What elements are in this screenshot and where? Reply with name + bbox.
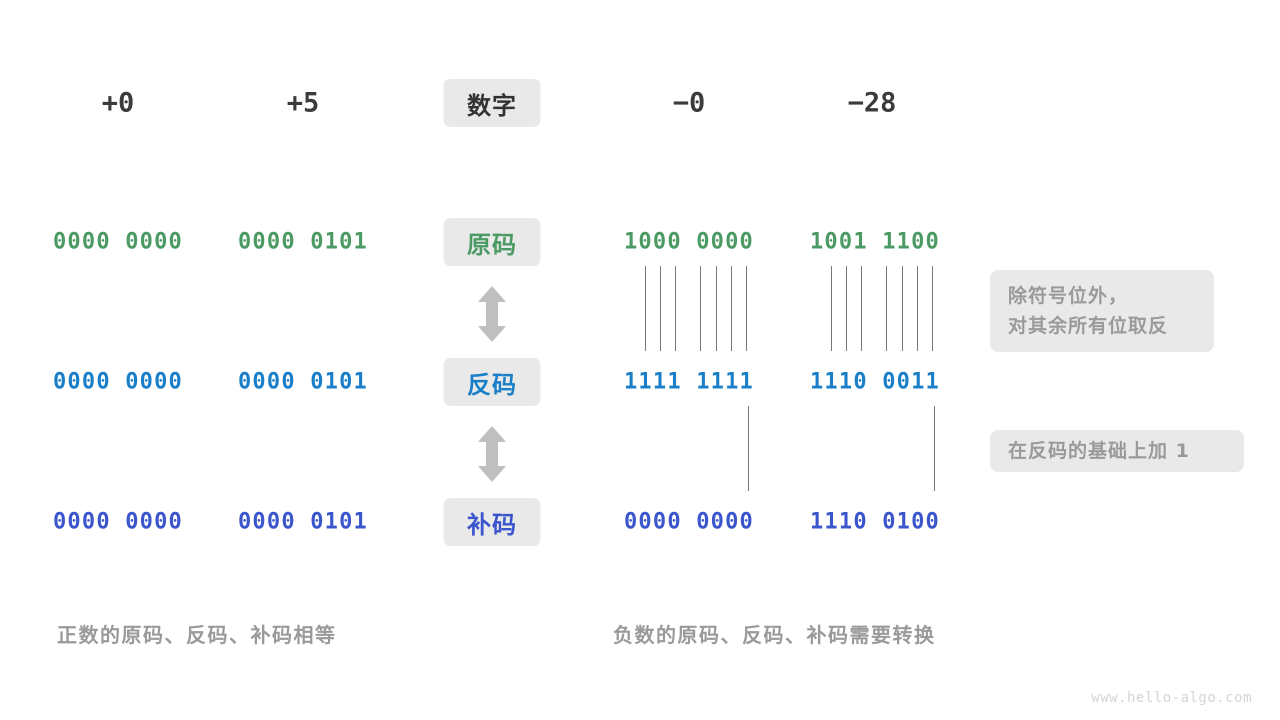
note-invert-bits-line-2: 对其余所有位取反 <box>1008 315 1169 337</box>
ones-complement-minus-zero: 1111 1111 <box>623 369 755 395</box>
row-label-ones-complement-text: 反码 <box>467 370 517 399</box>
bit-connector-line <box>932 266 933 351</box>
caption-negative: 负数的原码、反码、补码需要转换 <box>613 623 936 647</box>
ones-complement-plus-five: 0000 0101 <box>237 369 369 395</box>
sign-magnitude-minus-zero: 1000 0000 <box>623 229 755 255</box>
bit-connector-line <box>660 266 661 351</box>
row-label-twos-complement-text: 补码 <box>467 510 517 539</box>
bit-connector-line <box>746 266 747 351</box>
header-value-minus-zero: −0 <box>672 87 706 119</box>
ones-complement-minus-twentyeight: 1110 0011 <box>809 369 941 395</box>
row-label-twos-complement: 补码 <box>443 498 541 546</box>
sign-magnitude-minus-twentyeight: 1001 1100 <box>809 229 941 255</box>
sign-magnitude-plus-zero: 0000 0000 <box>52 229 184 255</box>
caption-positive: 正数的原码、反码、补码相等 <box>57 623 337 647</box>
bit-connector-line <box>831 266 832 351</box>
twos-complement-minus-twentyeight: 1110 0100 <box>809 509 941 535</box>
twos-complement-plus-zero: 0000 0000 <box>52 509 184 535</box>
row-label-sign-magnitude-text: 原码 <box>467 230 517 259</box>
header-value-plus-zero: +0 <box>101 87 135 119</box>
bit-connector-line <box>886 266 887 351</box>
bit-connector-line <box>716 266 717 351</box>
double-headed-vertical-arrow-icon-lower <box>475 425 509 483</box>
twos-complement-plus-five: 0000 0101 <box>237 509 369 535</box>
note-invert-bits-line-1: 除符号位外， <box>1008 285 1129 307</box>
note-invert-bits: 除符号位外， 对其余所有位取反 <box>990 270 1214 352</box>
row-label-number: 数字 <box>443 79 541 127</box>
carry-connector-line <box>934 406 935 491</box>
bit-connector-line <box>645 266 646 351</box>
carry-connector-line <box>748 406 749 491</box>
note-add-one-line-1: 在反码的基础上加 1 <box>1008 440 1190 462</box>
bit-connector-line <box>917 266 918 351</box>
twos-complement-minus-zero: 0000 0000 <box>623 509 755 535</box>
bit-connector-line <box>700 266 701 351</box>
bit-connector-line <box>902 266 903 351</box>
row-label-ones-complement: 反码 <box>443 358 541 406</box>
bit-connector-line <box>846 266 847 351</box>
row-label-number-text: 数字 <box>467 91 517 120</box>
row-label-sign-magnitude: 原码 <box>443 218 541 266</box>
bit-connector-line <box>675 266 676 351</box>
header-value-plus-five: +5 <box>286 87 320 119</box>
watermark-url: www.hello-algo.com <box>1091 690 1252 706</box>
header-value-minus-twentyeight: −28 <box>847 87 897 119</box>
note-add-one: 在反码的基础上加 1 <box>990 430 1244 472</box>
bit-connector-line <box>731 266 732 351</box>
sign-magnitude-plus-five: 0000 0101 <box>237 229 369 255</box>
ones-complement-plus-zero: 0000 0000 <box>52 369 184 395</box>
double-headed-vertical-arrow-icon-upper <box>475 285 509 343</box>
bit-connector-line <box>861 266 862 351</box>
